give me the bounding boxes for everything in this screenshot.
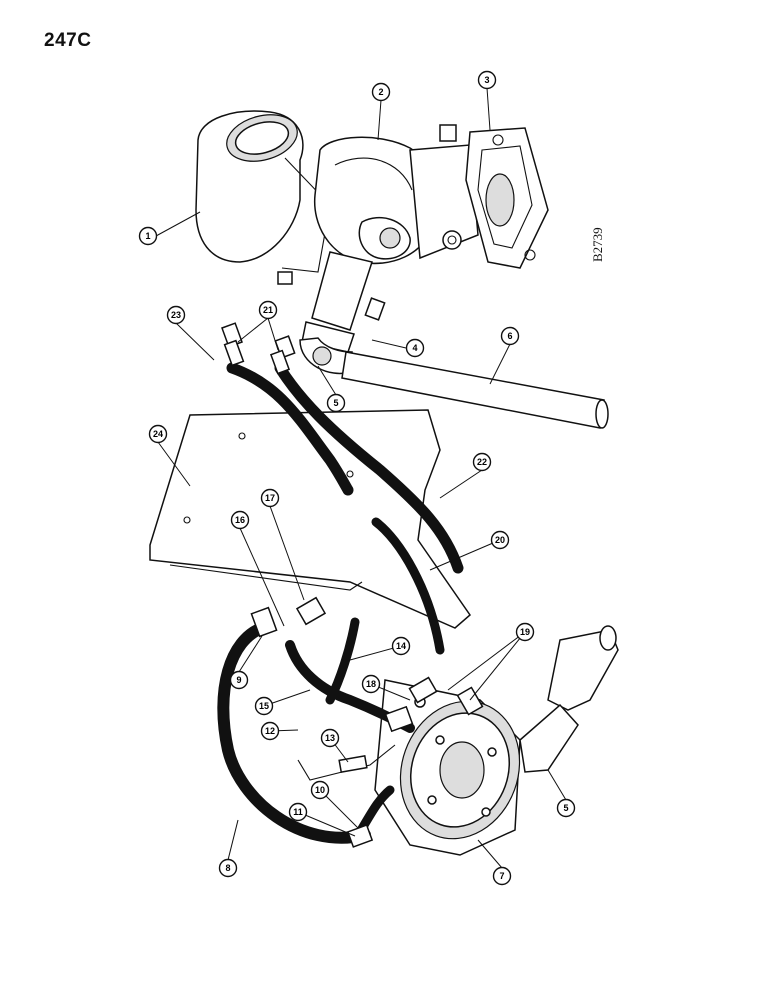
- callout-17: 17: [260, 488, 280, 508]
- part-housing: [313, 124, 479, 265]
- leader-lines: [155, 87, 567, 869]
- svg-text:12: 12: [265, 726, 275, 736]
- part-outlet-tube: [301, 251, 386, 353]
- callout-6: 6: [500, 326, 520, 346]
- part-bracket-plate: [149, 409, 471, 629]
- part-flange: [465, 127, 549, 269]
- svg-text:1: 1: [145, 231, 150, 241]
- part-elbow-fitting-bottom: [519, 625, 619, 773]
- svg-text:10: 10: [315, 785, 325, 795]
- svg-text:5: 5: [333, 398, 338, 408]
- svg-text:20: 20: [495, 535, 505, 545]
- svg-text:3: 3: [484, 75, 489, 85]
- svg-text:17: 17: [265, 493, 275, 503]
- svg-text:9: 9: [236, 675, 241, 685]
- part-long-tube: [341, 351, 609, 429]
- svg-text:22: 22: [477, 457, 487, 467]
- part-fittings-lower: [250, 596, 484, 848]
- callout-9: 9: [229, 670, 249, 690]
- callout-13: 13: [320, 728, 340, 748]
- callout-19: 19: [515, 622, 535, 642]
- svg-text:16: 16: [235, 515, 245, 525]
- svg-text:18: 18: [366, 679, 376, 689]
- callout-22: 22: [472, 452, 492, 472]
- svg-text:5: 5: [563, 803, 568, 813]
- callout-7: 7: [492, 866, 512, 886]
- callout-2: 2: [371, 82, 391, 102]
- callout-16: 16: [230, 510, 250, 530]
- svg-text:4: 4: [412, 343, 417, 353]
- callout-20: 20: [490, 530, 510, 550]
- callout-1: 1: [138, 226, 158, 246]
- part-elbow-inlet: [195, 110, 331, 285]
- callout-15: 15: [254, 696, 274, 716]
- svg-text:19: 19: [520, 627, 530, 637]
- svg-text:21: 21: [263, 305, 273, 315]
- part-fittings-21-23: [221, 322, 296, 375]
- svg-text:6: 6: [507, 331, 512, 341]
- svg-text:23: 23: [171, 310, 181, 320]
- callout-8: 8: [218, 858, 238, 878]
- svg-text:7: 7: [499, 871, 504, 881]
- callout-24: 24: [148, 424, 168, 444]
- part-regulator: [374, 679, 521, 856]
- svg-text:13: 13: [325, 733, 335, 743]
- callout-12: 12: [260, 721, 280, 741]
- callout-11: 11: [288, 802, 308, 822]
- svg-text:15: 15: [259, 701, 269, 711]
- callout-14: 14: [391, 636, 411, 656]
- svg-text:14: 14: [396, 641, 406, 651]
- svg-text:8: 8: [225, 863, 230, 873]
- svg-text:11: 11: [293, 807, 303, 817]
- callout-10: 10: [310, 780, 330, 800]
- callout-3: 3: [477, 70, 497, 90]
- callout-18: 18: [361, 674, 381, 694]
- callout-4: 4: [405, 338, 425, 358]
- callout-21: 21: [258, 300, 278, 320]
- svg-text:2: 2: [378, 87, 383, 97]
- svg-text:24: 24: [153, 429, 163, 439]
- callout-23: 23: [166, 305, 186, 325]
- callout-5-bottom: 5: [556, 798, 576, 818]
- page-code: 247C: [44, 30, 92, 51]
- hoses-upper: [226, 362, 464, 655]
- callout-5-top: 5: [326, 393, 346, 413]
